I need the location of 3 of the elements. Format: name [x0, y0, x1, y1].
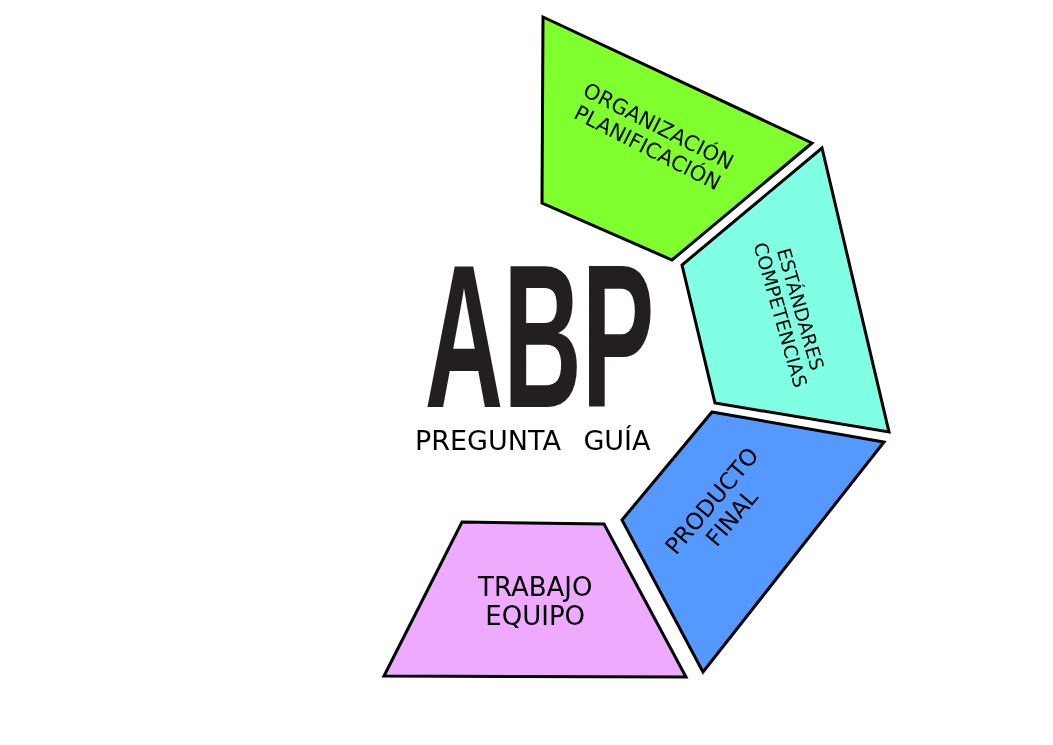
- segment-label: TRABAJO EQUIPO: [478, 573, 593, 632]
- title-heading: ABP: [424, 254, 654, 418]
- subtitle-text: PREGUNTA GUÍA: [415, 425, 651, 456]
